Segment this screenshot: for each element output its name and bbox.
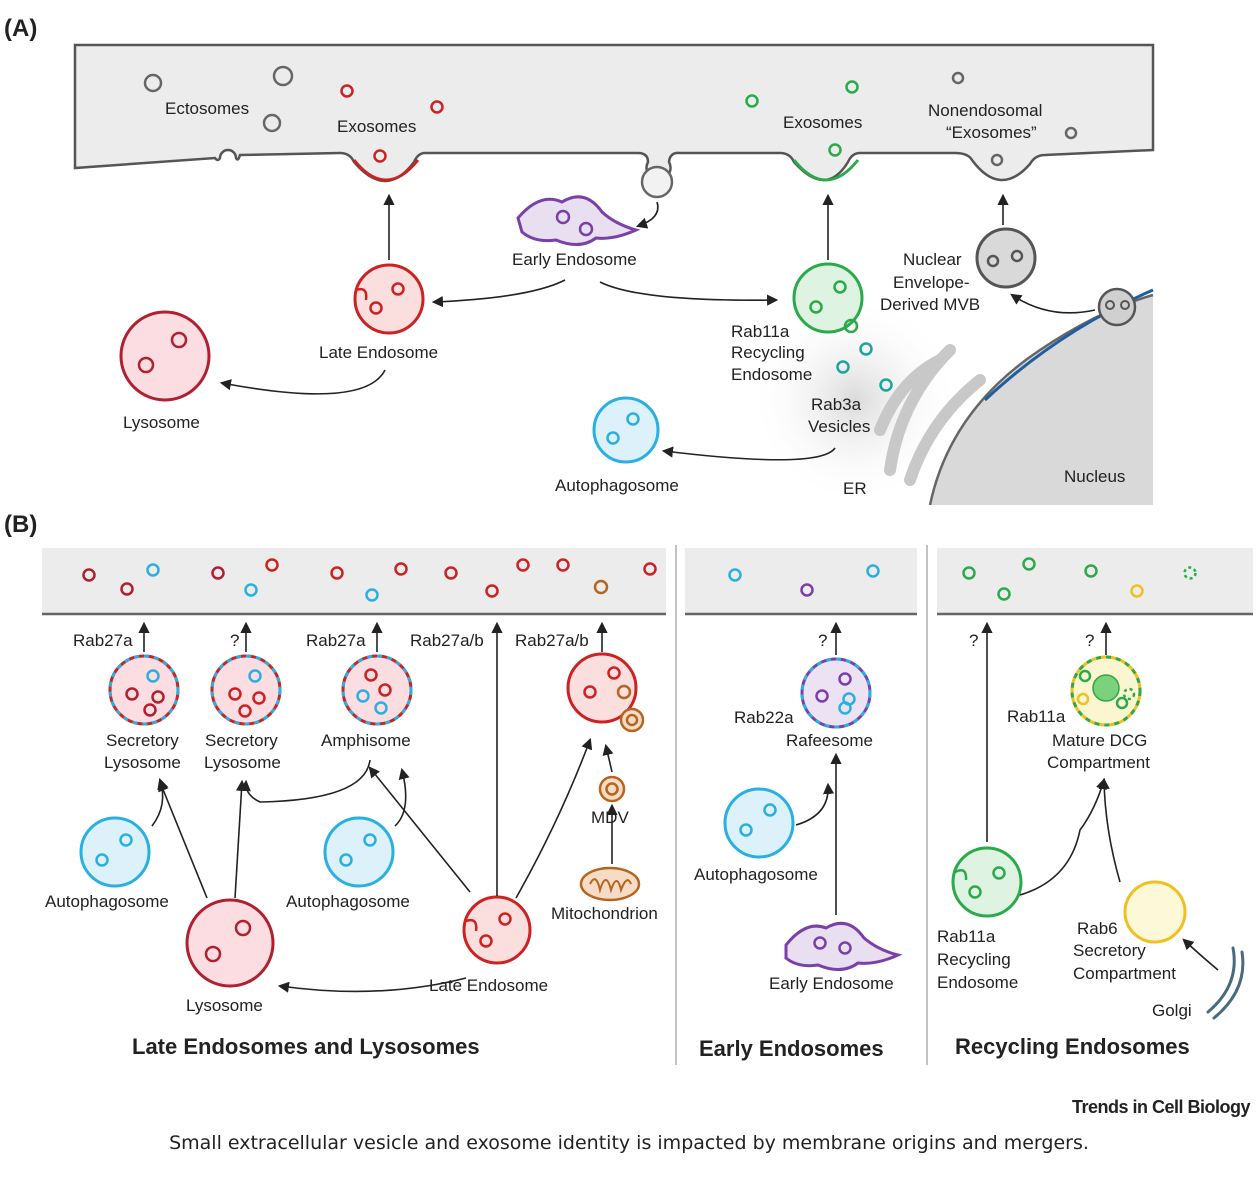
rab3a-vesicles [836,342,893,392]
autophagosome-b3-label: Autophagosome [694,865,818,884]
panel-b-early-arrows [795,621,842,915]
autophagosome-b3 [723,787,795,859]
nonendosomal-label-2: “Exosomes” [946,123,1037,142]
rab27a-label-1: Rab27a [73,631,133,650]
late-endosome-a-label: Late Endosome [319,343,438,362]
endocytic-vesicle [640,165,674,199]
nuclear-label-1: Nuclear [903,250,962,269]
early-endosome-b-label: Early Endosome [769,974,894,993]
late-endosome-a [353,263,425,335]
strip-recycling [937,548,1253,614]
autophagosome-b2-label: Autophagosome [286,892,410,911]
nuclear-mvb [975,227,1037,289]
rab6-secretory-compartment [1123,880,1187,944]
secretory-lysosome-1-label-2: Lysosome [104,753,181,772]
rab3a-label-2: Vesicles [808,417,870,436]
red-exosomes [340,84,444,163]
golgi [1206,946,1245,1020]
er-label: ER [843,479,867,498]
autophagosome-a-label: Autophagosome [555,476,679,495]
question-label-3: ? [969,631,978,650]
rab6-label-3: Compartment [1073,964,1176,983]
nuclear-label-3: Derived MVB [880,295,980,314]
early-endosome-a-label: Early Endosome [512,250,637,269]
lysosome-b-label: Lysosome [186,996,263,1015]
autophagosome-a [592,396,660,464]
autophagosome-b1-label: Autophagosome [45,892,169,911]
panel-b-late-arrows [138,621,618,993]
question-label-1: ? [230,631,239,650]
heading-early-endosomes: Early Endosomes [699,1036,884,1061]
early-endosome-b [784,921,903,971]
rab27ab-label-1: Rab27a/b [410,631,484,650]
green-exosomes [745,80,859,157]
ectosomes-label: Ectosomes [165,99,249,118]
rab3a-label-1: Rab3a [811,395,862,414]
rab11a-label-1: Rab11a [731,322,790,341]
green-budding-site [792,159,860,182]
golgi-label: Golgi [1152,1001,1192,1020]
er-cisternae [874,344,986,486]
nucleus [930,295,1153,505]
secretory-lysosome-1-label-1: Secretory [106,731,179,750]
nonendosomal-label-1: Nonendosomal [928,101,1042,120]
ectosome-vesicles [143,65,294,133]
released-vesicles-recycling [962,557,1197,601]
released-vesicles-early [728,564,880,597]
late-endosome-b [462,895,532,965]
er-shadow [750,295,960,505]
question-label-2: ? [818,631,827,650]
lysosome-a [119,310,211,402]
amphisome-label: Amphisome [321,731,411,750]
mature-dcg-label-2: Compartment [1047,753,1150,772]
figure-caption: Small extracellular vesicle and exosome … [169,1132,1089,1154]
nucleus-label: Nucleus [1064,467,1125,486]
lysosome-a-label: Lysosome [123,413,200,432]
lysosome-b [185,898,275,988]
rafeesome-label: Rafeesome [786,731,873,750]
rab22a-label: Rab22a [734,708,794,727]
panel-a-letter: (A) [4,15,37,42]
secretory-lysosome-2-label-2: Lysosome [204,753,281,772]
mdv [598,775,626,803]
journal-brand: Trends in Cell Biology [1072,1097,1251,1117]
released-vesicles-late [82,558,657,602]
exosomes-red-label: Exosomes [337,117,416,136]
rab27ab-label-2: Rab27a/b [515,631,589,650]
heading-late-endosomes: Late Endosomes and Lysosomes [132,1034,480,1059]
mdv-label: MDV [591,808,629,827]
rab27a-label-2: Rab27a [306,631,366,650]
exosomes-green-label: Exosomes [783,113,862,132]
panel-b-recycling-arrows [981,621,1219,971]
rab11a-re-label-3: Endosome [937,973,1018,992]
nuclear-bud [1097,287,1137,327]
autophagosome-b1 [79,816,151,888]
mitochondrion-label: Mitochondrion [551,904,658,923]
autophagosome-b2 [323,816,395,888]
red-budding-site [352,159,420,182]
question-label-4: ? [1085,631,1094,650]
panel-b-letter: (B) [4,511,37,538]
rab11a-label-3: Endosome [731,365,812,384]
mature-dcg-label-1: Mature DCG [1052,731,1147,750]
secretory-lysosome-2-label-1: Secretory [205,731,278,750]
late-endosome-b-label: Late Endosome [429,976,548,995]
recycling-endosome-a [792,262,864,334]
rab6-label-2: Secretory [1073,941,1146,960]
exosome-diagram: (A) Ectosomes Exosomes Exosomes Nonendos… [4,15,1253,1117]
early-endosome-a [516,195,641,246]
panel-a-arrows [219,193,1096,461]
nuclear-label-2: Envelope- [893,273,970,292]
rab11a-re-label-2: Recycling [937,950,1011,969]
rab11a-label-2: Recycling [731,343,805,362]
strip-late [42,548,666,614]
rab11a-re-label-1: Rab11a [937,927,996,946]
nonendosomal-vesicles [951,71,1078,167]
strip-early [685,548,917,614]
rab6-label-1: Rab6 [1077,919,1118,938]
rab11a-dcg-label: Rab11a [1007,707,1066,726]
heading-recycling-endosomes: Recycling Endosomes [955,1034,1190,1059]
recycling-endosome-b [951,846,1023,918]
